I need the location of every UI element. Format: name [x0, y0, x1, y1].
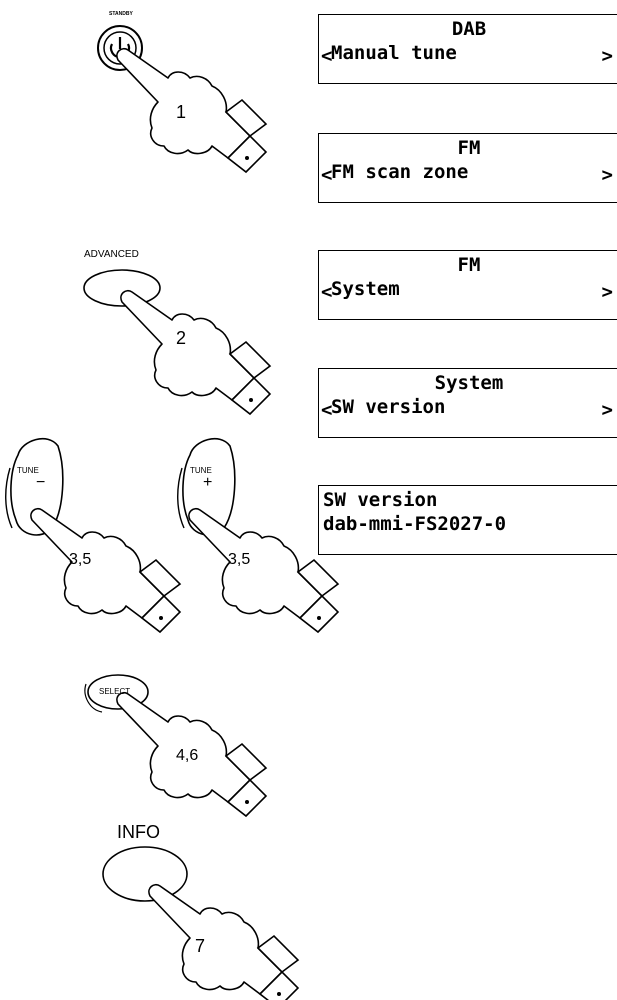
tune-minus-sign: −: [36, 474, 46, 491]
lcd-line-1: FM: [457, 137, 481, 159]
right-arrow-icon: >: [601, 399, 613, 421]
step-number-2: 2: [176, 328, 187, 348]
lcd-display-fm-system: FM < System >: [318, 250, 617, 320]
advanced-label: ADVANCED: [84, 249, 139, 260]
lcd-line-1: DAB: [451, 18, 487, 40]
step-number-1: 1: [176, 102, 187, 122]
advanced-button[interactable]: [83, 269, 161, 307]
lcd-line-1: System: [434, 372, 504, 394]
hand-pointer-step-1: [116, 47, 267, 173]
right-arrow-icon: >: [601, 45, 613, 67]
info-button[interactable]: [102, 846, 188, 902]
step-number-4: 4,6: [176, 747, 199, 764]
select-label: SELECT: [99, 687, 131, 696]
step-number-3b: 3,5: [228, 551, 251, 568]
lcd-display-fm-scan-zone: FM < FM scan zone >: [318, 133, 617, 203]
lcd-line-2: FM scan zone: [331, 161, 469, 183]
hand-pointer-step-2: [120, 289, 271, 415]
lcd-line-2: dab-mmi-FS2027-0: [323, 513, 507, 535]
step-number-7: 7: [195, 936, 206, 956]
left-arrow-icon: <: [321, 281, 333, 303]
hand-pointer-step-3a: [30, 507, 181, 633]
right-arrow-icon: >: [601, 164, 613, 186]
lcd-line-1: FM: [457, 254, 481, 276]
lcd-line-2: SW version: [331, 396, 446, 418]
left-arrow-icon: <: [321, 399, 333, 421]
standby-label: STANDBY: [109, 11, 133, 17]
left-arrow-icon: <: [321, 45, 333, 67]
step-number-3a: 3,5: [69, 551, 92, 568]
lcd-line-2: Manual tune: [331, 42, 457, 64]
lcd-line-2: System: [331, 278, 400, 300]
lcd-display-sw-version-value: SW version dab-mmi-FS2027-0: [318, 485, 617, 555]
tune-plus-label: TUNE: [190, 466, 212, 475]
lcd-line-1: SW version: [323, 489, 438, 511]
right-arrow-icon: >: [601, 281, 613, 303]
left-arrow-icon: <: [321, 164, 333, 186]
tune-plus-sign: +: [203, 474, 213, 491]
info-label: INFO: [117, 822, 160, 842]
hand-pointer-step-7: [148, 883, 299, 1000]
tune-minus-label: TUNE: [17, 466, 39, 475]
lcd-display-system-sw-version: System < SW version >: [318, 368, 617, 438]
lcd-display-dab-manual-tune: DAB < Manual tune >: [318, 14, 617, 84]
hand-pointer-step-3b: [188, 507, 339, 633]
